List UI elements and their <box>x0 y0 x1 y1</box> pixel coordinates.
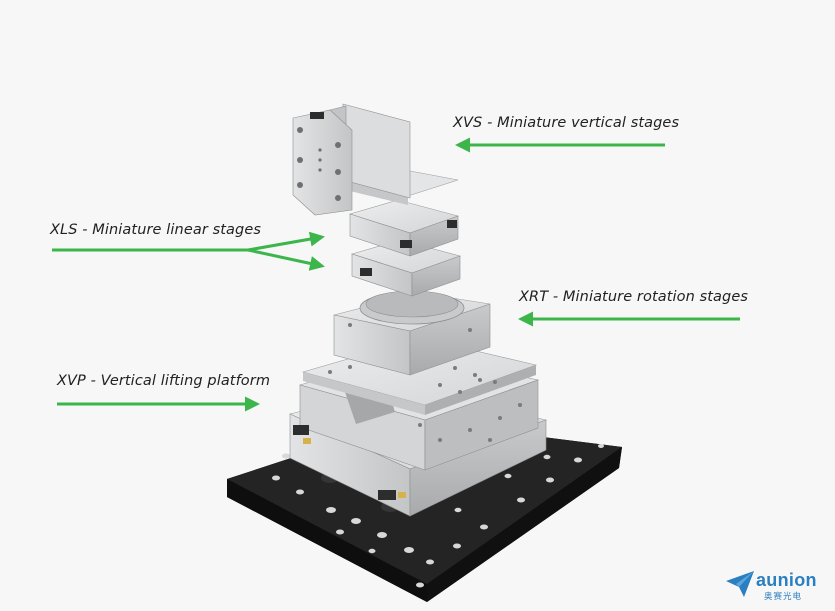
xvp-screw-holes <box>328 360 522 442</box>
xls-linear-stage-lower <box>350 239 462 297</box>
base-plate-holes <box>272 444 604 588</box>
xvp-label: XVP - Vertical lifting platform <box>57 373 271 389</box>
logo-chinese-text: 奥赛光电 <box>764 592 803 602</box>
xrt-label: XRT - Miniature rotation stages <box>519 289 749 305</box>
paper-plane-icon <box>726 571 754 597</box>
annotation-arrows <box>52 137 740 412</box>
xvs-screw-holes <box>297 127 341 201</box>
xls-arrow-lower <box>247 248 325 271</box>
xls-label: XLS - Miniature linear stages <box>50 222 262 238</box>
xls-linear-stage-upper <box>348 199 460 257</box>
aunion-logo: aunion 奥赛光电 <box>726 568 830 604</box>
xrt-rotation-stage <box>333 290 491 376</box>
xvs-label: XVS - Miniature vertical stages <box>453 115 680 131</box>
xvp-lifting-platform <box>289 337 548 517</box>
logo-wordmark: aunion <box>756 570 817 590</box>
xvs-vertical-stage <box>292 103 459 216</box>
xls-arrow-upper <box>247 231 325 252</box>
